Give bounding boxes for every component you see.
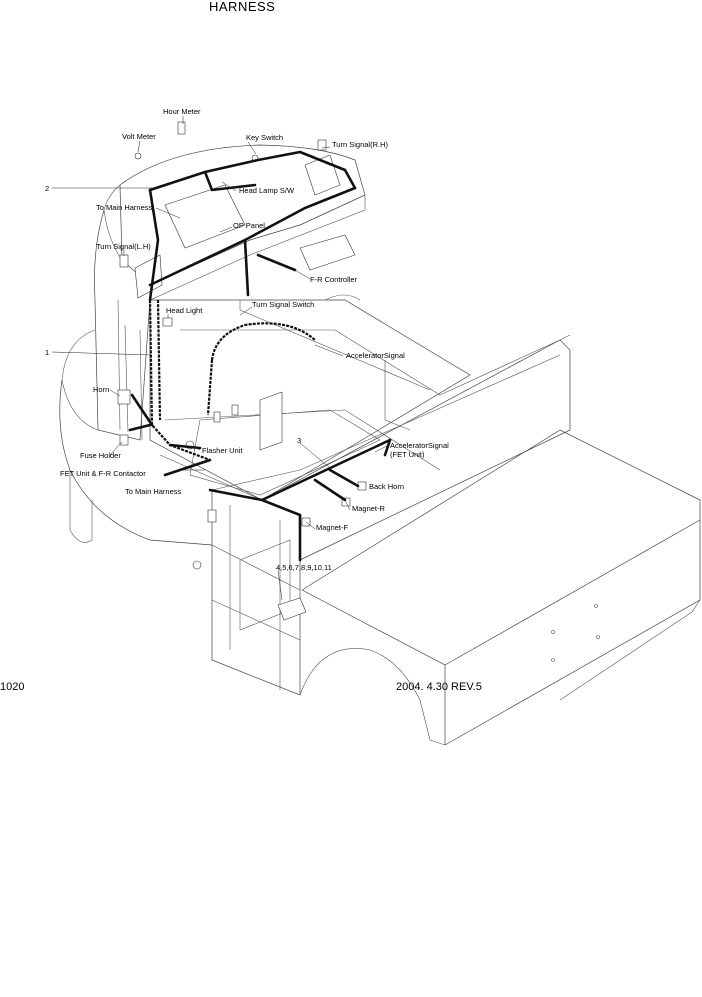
label-volt-meter: Volt Meter [122, 132, 156, 141]
components [117, 121, 367, 621]
head-light-connector [162, 317, 173, 327]
page-code: 1020 [0, 681, 24, 693]
label-key-switch: Key Switch [246, 133, 283, 142]
label-head-light: Head Light [166, 306, 203, 315]
label-hour-meter: Hour Meter [163, 107, 201, 116]
turn-signal-lh-bracket [134, 254, 163, 299]
page-title: HARNESS [209, 0, 275, 14]
label-magnet-f: Magnet-F [316, 523, 349, 532]
fr-controller-box [299, 234, 356, 271]
label-turn-signal-lh: Turn Signal(L.H) [96, 242, 151, 251]
turn-signal-rh-lamp [317, 139, 327, 151]
relay-2 [213, 411, 221, 423]
label-head-lamp-sw: Head Lamp S/W [239, 186, 295, 195]
label-turn-signal-switch: Turn Signal Switch [252, 300, 314, 309]
label-back-horn: Back Horn [369, 482, 404, 491]
part-labels: Hour Meter Volt Meter Key Switch Turn Si… [60, 107, 449, 532]
label-to-main-harness-bottom: To Main Harness [125, 487, 182, 496]
callout-2: 2 [45, 184, 49, 193]
label-fet-unit-fr-contactor: FET Unit & F-R Contactor [60, 469, 146, 478]
fuse-block [207, 509, 217, 523]
label-op-panel: OP Panel [233, 221, 265, 230]
label-accelerator-signal: AcceleratorSignal [346, 351, 405, 360]
revision-date: 2004. 4.30 REV.5 [396, 681, 482, 693]
hour-meter-connector [177, 121, 186, 135]
turn-signal-lh-lamp [119, 254, 129, 268]
relay-1 [231, 404, 239, 416]
leader-lines [51, 116, 388, 601]
volt-meter-icon [134, 152, 142, 160]
callout-4-11: 4,5,6,7,8,9,10,11 [276, 563, 332, 572]
op-panel-plate [164, 184, 246, 249]
label-fr-controller: F-R Controller [310, 275, 358, 284]
fet-unit-bracket [259, 391, 283, 451]
label-turn-signal-rh: Turn Signal(R.H) [332, 140, 388, 149]
wiring-harness [128, 150, 392, 562]
label-horn: Horn [93, 385, 109, 394]
horn-body [117, 389, 131, 405]
label-magnet-r: Magnet-R [352, 504, 386, 513]
callout-3: 3 [297, 436, 301, 445]
label-accelerator-signal-fet: AcceleratorSignal [390, 441, 449, 450]
battery-cable-ring [192, 560, 202, 570]
battery-cable-lug [277, 597, 307, 621]
fuse-holder-box [119, 434, 129, 446]
callout-1: 1 [45, 348, 49, 357]
label-to-main-harness-top: To Main Harness [96, 203, 153, 212]
label-fuse-holder: Fuse Holder [80, 451, 121, 460]
label-flasher-unit: Flasher Unit [202, 446, 243, 455]
label-accelerator-signal-fet-sub: (FET Unit) [390, 450, 425, 459]
callout-numbers: 2 1 3 4,5,6,7,8,9,10,11 [45, 184, 332, 572]
